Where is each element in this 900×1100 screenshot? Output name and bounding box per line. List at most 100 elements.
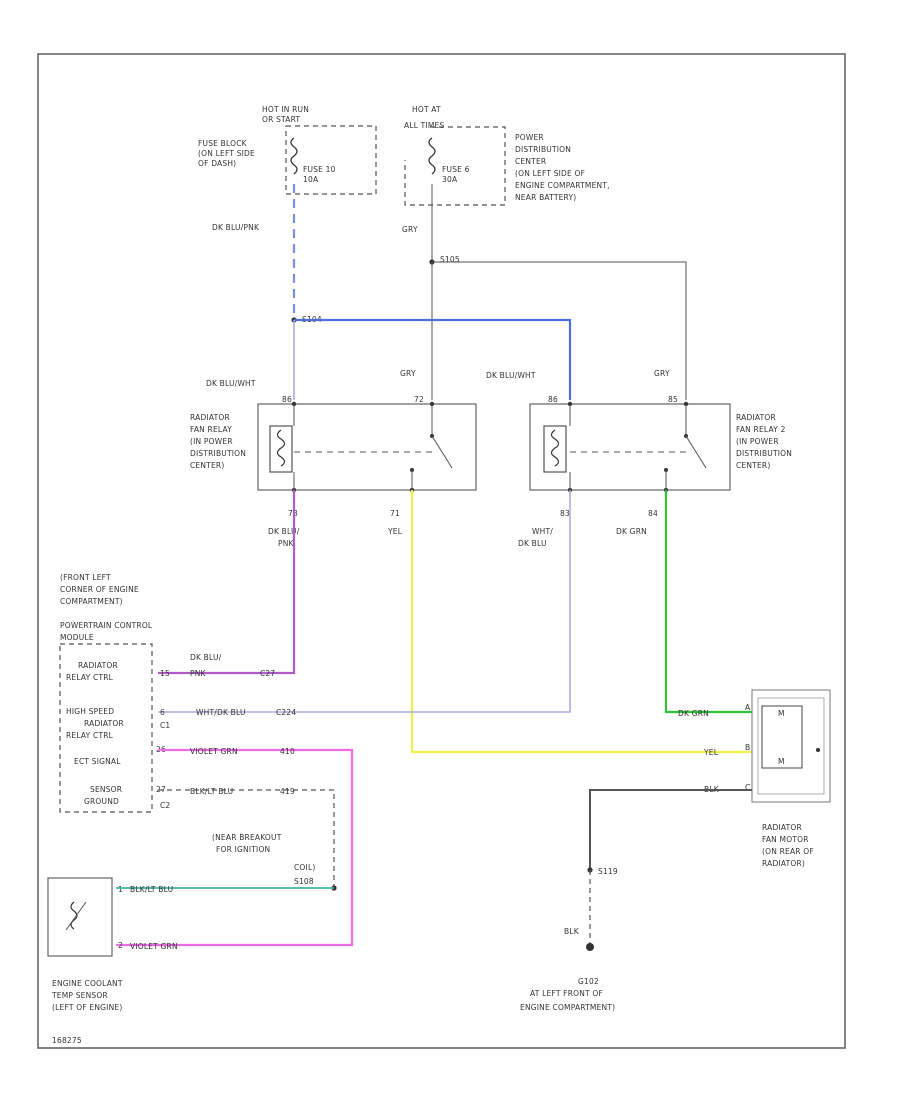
pcm-sg-line1: SENSOR <box>90 785 122 794</box>
pcm-ect-signal: ECT SIGNAL <box>74 757 121 766</box>
fan-label-line2: FAN MOTOR <box>762 835 809 844</box>
relay-2-pin-84: 84 <box>648 509 658 518</box>
fuse-6-symbol <box>428 137 436 175</box>
pcm-wire-c-tag: 410 <box>280 747 295 756</box>
label-dk-blu-pnk-top: DK BLU/PNK <box>212 223 260 232</box>
pdc-label: POWER DISTRIBUTION CENTER (ON LEFT SIDE … <box>515 133 610 202</box>
relay-1-label: RADIATOR FAN RELAY (IN POWER DISTRIBUTIO… <box>190 413 246 470</box>
pcm-high-speed-ctrl: HIGH SPEED RADIATOR RELAY CTRL <box>66 707 124 740</box>
hot-all-line1: HOT AT <box>412 105 441 114</box>
pcm-wire-a-tag: C27 <box>260 669 275 678</box>
fuse-10: FUSE 10 10A <box>290 137 335 184</box>
pcm-rrc-line2: RELAY CTRL <box>66 673 114 682</box>
wire-green-fan <box>664 490 752 714</box>
fuse-block-line3: OF DASH) <box>198 159 236 168</box>
ground-label: G102 AT LEFT FRONT OF ENGINE COMPARTMENT… <box>520 977 615 1012</box>
relay-2-label: RADIATOR FAN RELAY 2 (IN POWER DISTRIBUT… <box>736 413 792 470</box>
fan-motor-terminal-1 <box>816 748 820 752</box>
pcm-rrc-line1: RADIATOR <box>78 661 118 670</box>
relay-2-wire-bl-line2: DK BLU <box>518 539 547 548</box>
pcm-title-line1: POWERTRAIN CONTROL <box>60 621 153 630</box>
wire-yellow-fan <box>410 490 752 754</box>
pcm-hs-line1: HIGH SPEED <box>66 707 114 716</box>
relay-2-wire-dk-grn: DK GRN <box>616 527 647 536</box>
pcm-location: (FRONT LEFT CORNER OF ENGINE COMPARTMENT… <box>60 573 139 606</box>
label-gry-1: GRY <box>400 369 416 378</box>
fan-label: RADIATOR FAN MOTOR (ON REAR OF RADIATOR) <box>762 823 814 868</box>
pcm-pin-15: 15 <box>160 669 170 678</box>
relay-1-wire-yel: YEL <box>387 527 403 536</box>
diagram-frame <box>37 53 846 1049</box>
relay-2-label-line5: CENTER) <box>736 461 770 470</box>
relay-1-switch-blade <box>431 435 453 469</box>
relay-1-box <box>257 403 477 491</box>
ignition-note-line1: (NEAR BREAKOUT <box>212 833 282 842</box>
pcm-title-line2: MODULE <box>60 633 94 642</box>
pcm-outline <box>59 643 153 813</box>
pcm-radiator-relay-ctrl: RADIATOR RELAY CTRL <box>66 661 118 682</box>
relay-2-wire-bl-line1: WHT/ <box>532 527 553 536</box>
ect-wire-2: VIOLET GRN <box>130 942 178 951</box>
fuse-10-symbol <box>290 137 298 175</box>
relay-1-wire-bl-line2: PNK <box>278 539 295 548</box>
fan-motor-outer <box>751 689 831 803</box>
pcm-wire-c: VIOLET GRN <box>190 747 238 756</box>
ect-pin-1: 1 <box>118 885 123 894</box>
ground-symbol <box>586 943 594 951</box>
fan-label-line3: (ON REAR OF <box>762 847 814 856</box>
relay-1-coil-winding <box>276 429 286 467</box>
pcm-hs-line3: RELAY CTRL <box>66 731 114 740</box>
fuse-block-line1: FUSE BLOCK <box>198 139 248 148</box>
ground-name: G102 <box>578 977 599 986</box>
ignition-note-line3: COIL) <box>294 863 315 872</box>
pdc-line6: NEAR BATTERY) <box>515 193 576 202</box>
pcm-sg-line2: GROUND <box>84 797 119 806</box>
fan-motor-m-low: M <box>778 757 785 766</box>
pcm-location-line1: (FRONT LEFT <box>60 573 111 582</box>
fan-pin-a: A <box>745 703 751 712</box>
label-s105: S105 <box>440 255 460 264</box>
fan-pin-c: C <box>745 783 750 792</box>
ect-pin-2: 2 <box>118 941 123 950</box>
relay-2-label-line1: RADIATOR <box>736 413 776 422</box>
pdc-line2: DISTRIBUTION <box>515 145 571 154</box>
pcm-connector-c2: C2 <box>160 801 170 810</box>
hot-run-line1: HOT IN RUN <box>262 105 309 114</box>
label-dk-blu-wht-2: DK BLU/WHT <box>486 371 536 380</box>
relay-2-coil-winding <box>550 429 560 467</box>
relay-2-switch-blade <box>685 435 707 469</box>
pcm-hs-line2: RADIATOR <box>84 719 124 728</box>
fuse-6: FUSE 6 30A <box>428 137 469 184</box>
relay-2-label-line2: FAN RELAY 2 <box>736 425 786 434</box>
label-ground-wire: BLK <box>564 927 580 936</box>
relay-1-label-line3: (IN POWER <box>190 437 233 446</box>
relay-2-label-line4: DISTRIBUTION <box>736 449 792 458</box>
fan-motor: M M A B C <box>745 689 831 803</box>
relay-1-pin-73: 73 <box>288 509 298 518</box>
relay-1-label-line2: FAN RELAY <box>190 425 232 434</box>
fan-wire-yel: YEL <box>703 748 719 757</box>
wire-lavender-pcm <box>158 490 571 713</box>
wire-violet-grn-pcm <box>116 748 354 947</box>
relay-2-coil <box>543 425 567 473</box>
pcm-wire-d-tag: 419 <box>280 787 295 796</box>
fan-motor-connector <box>761 705 803 769</box>
ect-wire-1: BLK/LT BLU <box>130 885 173 894</box>
wire-blk-lt-blu-pcm <box>158 789 335 888</box>
relay-1-coil <box>269 425 293 473</box>
pcm-wire-d: BLK/LT BLU <box>190 787 233 796</box>
fuse-block-label: FUSE BLOCK (ON LEFT SIDE OF DASH) <box>198 139 255 168</box>
relay-2-label-line3: (IN POWER <box>736 437 779 446</box>
ect-sensor-arrow <box>65 901 87 931</box>
pcm-location-line2: CORNER OF ENGINE <box>60 585 139 594</box>
pcm-wire-a-line2: PNK <box>190 669 207 678</box>
ect-label-line3: (LEFT OF ENGINE) <box>52 1003 122 1012</box>
ignition-note-line2: FOR IGNITION <box>216 845 270 854</box>
pcm-sensor-ground: SENSOR GROUND <box>84 785 122 806</box>
relay-2-pin-83: 83 <box>560 509 570 518</box>
relay-2: 86 85 <box>529 395 731 493</box>
relay-2-box <box>529 403 731 491</box>
ect-sensor: 1 2 <box>47 877 123 957</box>
wire-blue-branch-right <box>294 318 572 400</box>
